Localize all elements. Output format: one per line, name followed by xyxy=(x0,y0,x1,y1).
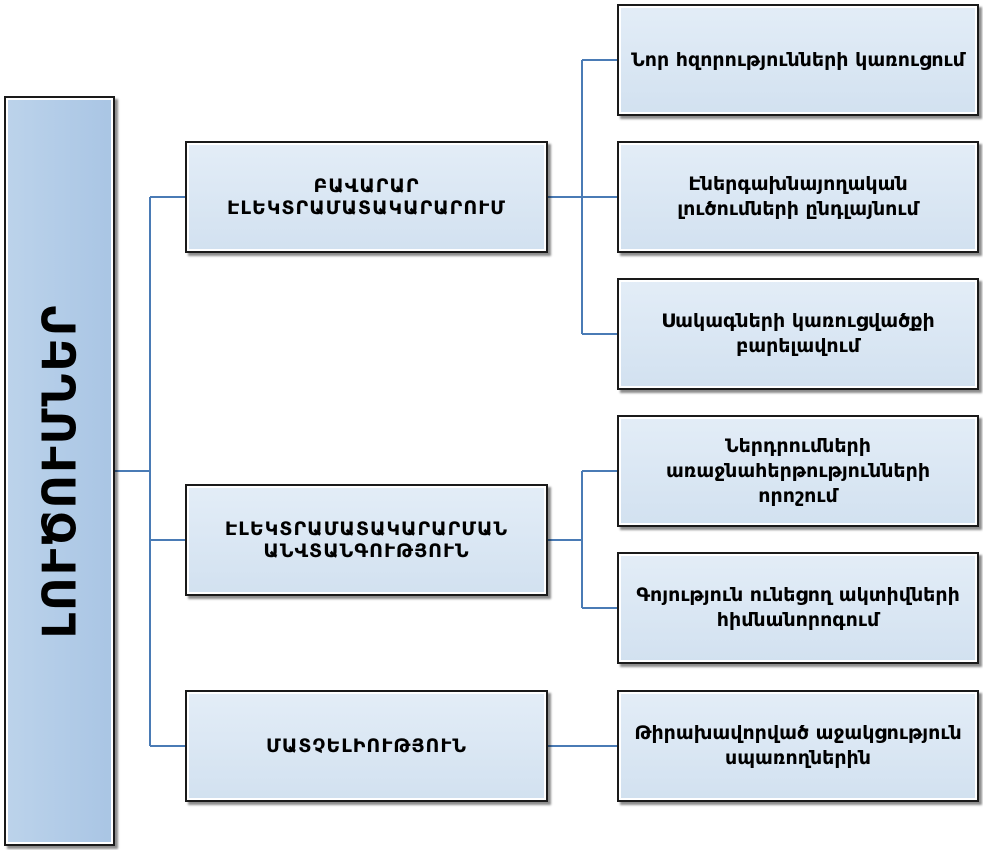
child-node-energy-saving: Էներգախնայողական լուծումների ընդլայնում xyxy=(617,141,979,253)
child-label: Գոյություն ունեցող ակտիվների հիմնանորոգո… xyxy=(636,584,960,631)
child-node-investment-priorities: Ներդրումների առաջնահերթությունների որոշո… xyxy=(617,415,979,527)
child-label: Նոր հզորությունների կառուցում xyxy=(631,48,965,71)
child-label: Էներգախնայողական լուծումների ընդլայնում xyxy=(677,173,919,220)
root-node: ԼՈՒԾՈՒՄՆԵՐ xyxy=(4,96,115,846)
branch-node-safety: ԷԼԵԿՏՐԱՄԱՏԱԿԱՐԱՐՄԱՆ ԱՆՎՏԱՆԳՈՒԹՅՈՒՆ xyxy=(185,484,548,596)
branch-label: ԷԼԵԿՏՐԱՄԱՏԱԿԱՐԱՐՄԱՆ ԱՆՎՏԱՆԳՈՒԹՅՈՒՆ xyxy=(224,518,509,562)
child-label: Ներդրումների առաջնահերթությունների որոշո… xyxy=(665,434,931,507)
child-node-targeted-support: Թիրախավորված աջակցություն սպառողներին xyxy=(617,690,979,802)
branch-label: ՄԱՏՉԵԼԻՈՒԹՅՈՒՆ xyxy=(266,735,467,757)
child-label: Սակագների կառուցվածքի բարելավում xyxy=(661,310,935,357)
branch-node-affordability: ՄԱՏՉԵԼԻՈՒԹՅՈՒՆ xyxy=(185,690,548,802)
child-node-new-capacity: Նոր հզորությունների կառուցում xyxy=(617,4,979,116)
child-label: Թիրախավորված աջակցություն սպառողներին xyxy=(634,722,962,769)
root-label: ԼՈՒԾՈՒՄՆԵՐ xyxy=(32,303,87,639)
branch-label: ԲԱՎԱՐԱՐ ԷԼԵԿՏՐԱՄԱՏԱԿԱՐԱՐՈՒՄ xyxy=(227,175,506,219)
child-node-asset-renewal: Գոյություն ունեցող ակտիվների հիմնանորոգո… xyxy=(617,552,979,664)
branch-node-supply: ԲԱՎԱՐԱՐ ԷԼԵԿՏՐԱՄԱՏԱԿԱՐԱՐՈՒՄ xyxy=(185,141,548,253)
child-node-tariff-structure: Սակագների կառուցվածքի բարելավում xyxy=(617,278,979,390)
